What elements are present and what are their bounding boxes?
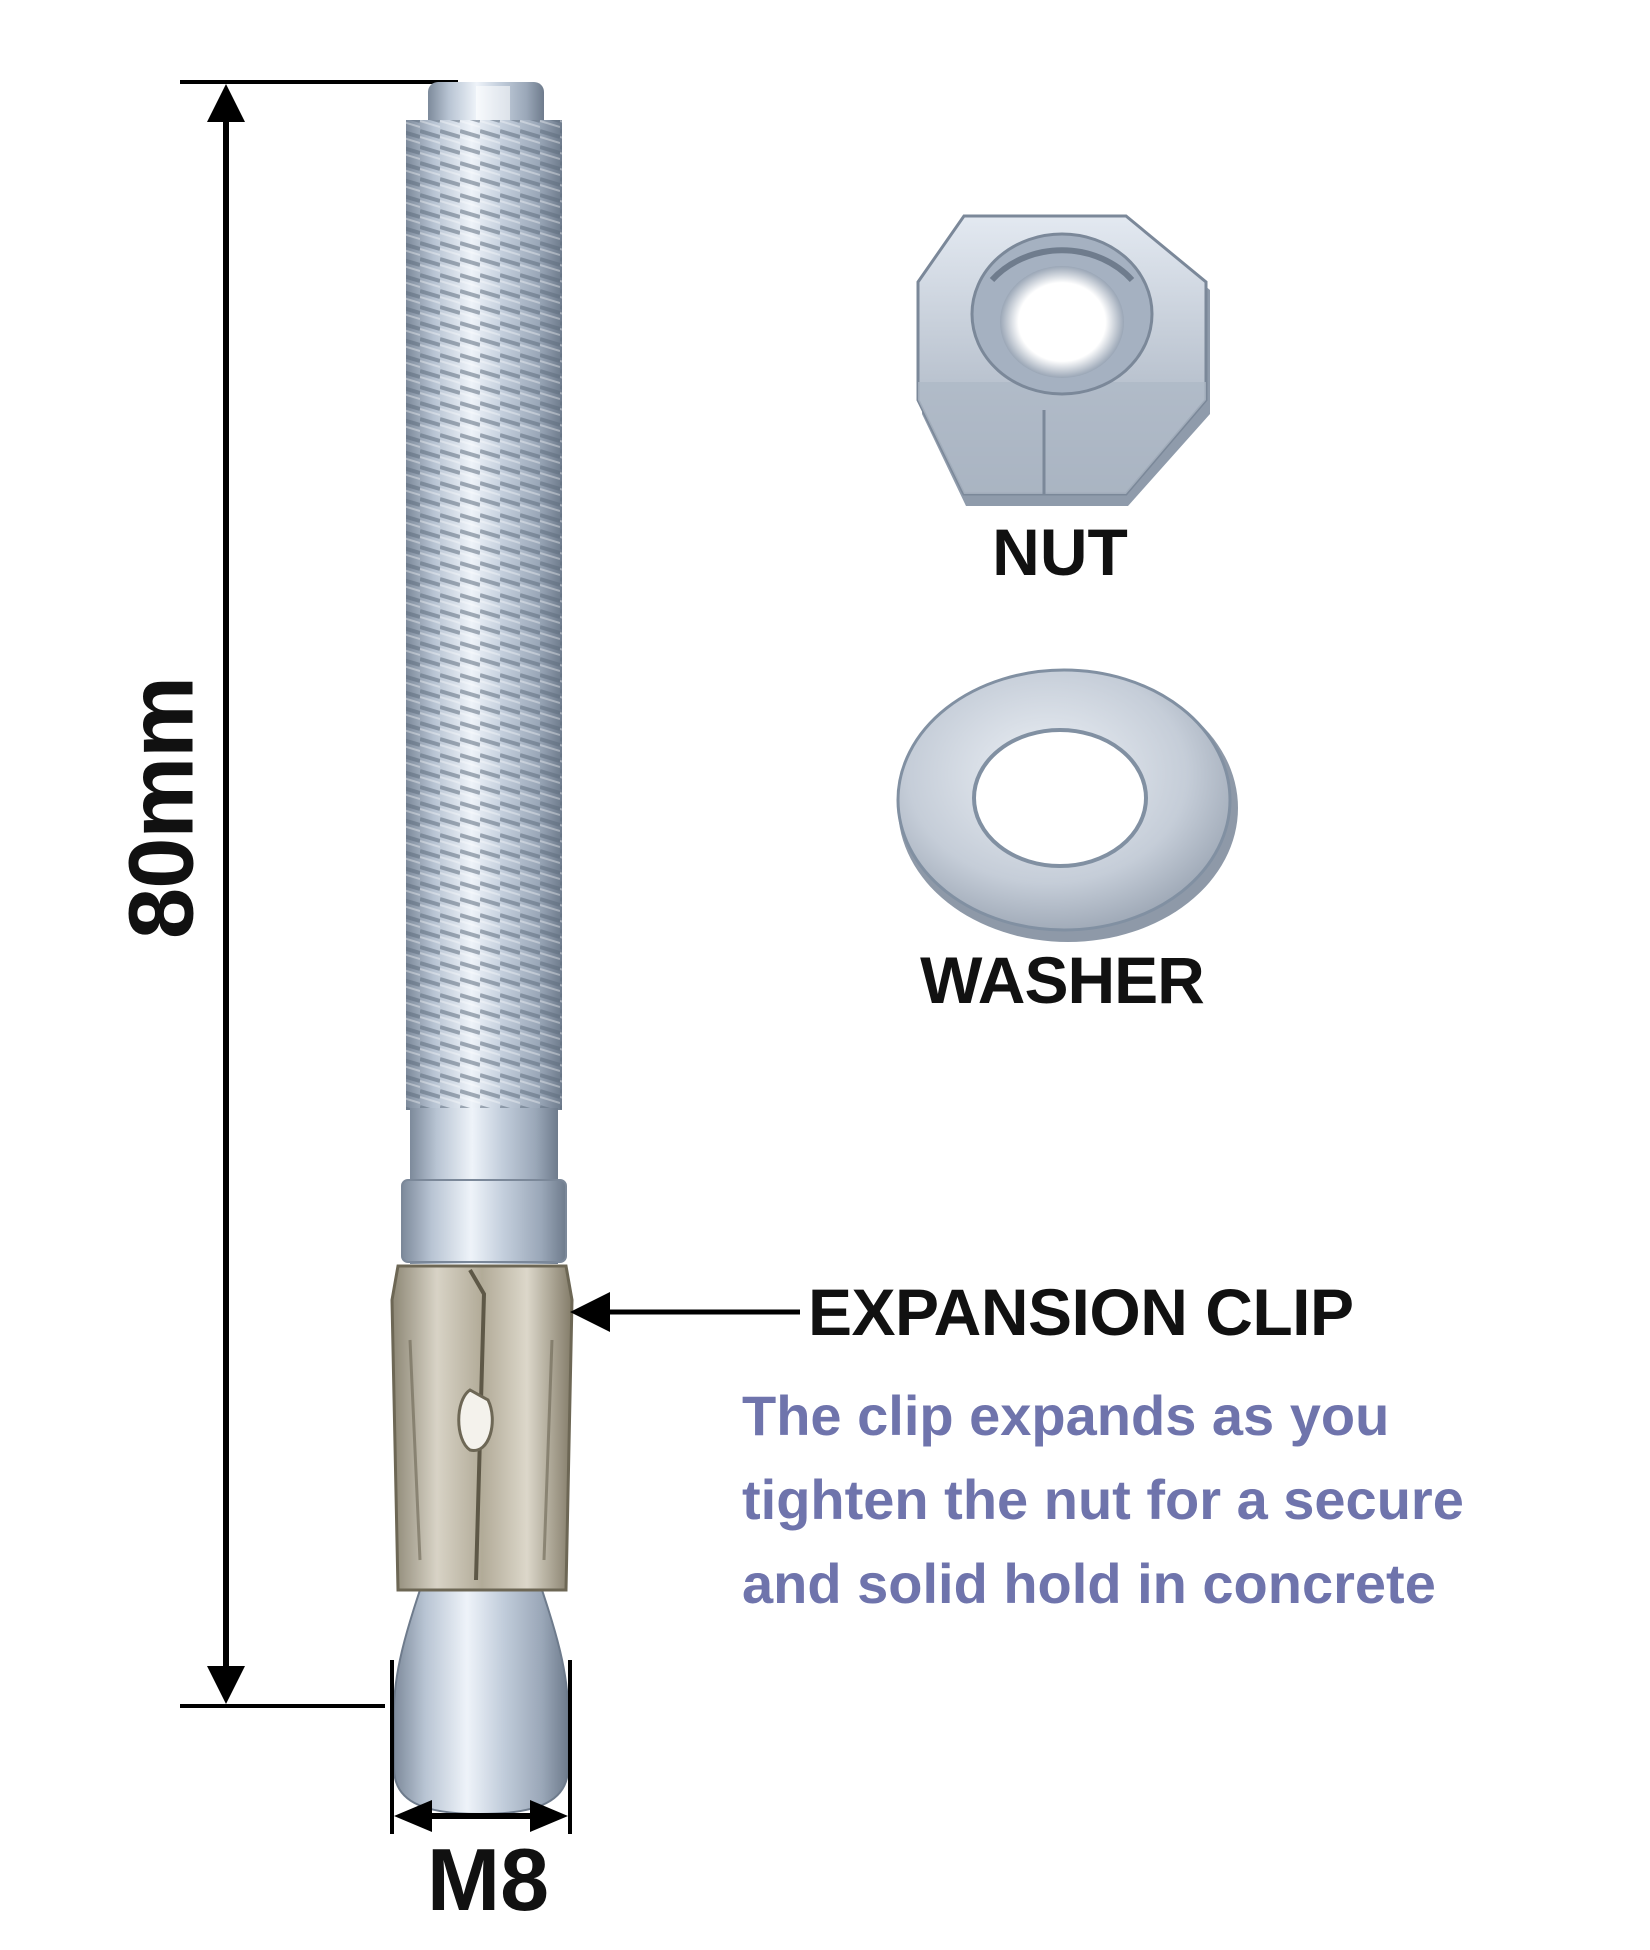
clip-tab [457,1388,494,1452]
clip-crease-left [408,1339,422,1561]
arrow-icon [530,1800,568,1832]
arrow-icon [207,84,245,122]
bolt-collar [401,1179,567,1263]
length-label: 80mm [110,677,213,939]
washer-hole [972,728,1148,868]
bolt-threads [406,120,562,1110]
clip-pointer [570,1292,800,1332]
clip-slit [468,1268,487,1581]
arrow-icon [394,1800,432,1832]
nut-icon [916,214,1210,506]
bolt-icon [390,82,576,1816]
diameter-label: M8 [426,1830,550,1929]
bolt-thread-edge-right [562,122,576,1114]
washer-icon [896,668,1238,942]
diameter-dimension [390,1660,572,1834]
description-line: tighten the nut for a secure [742,1468,1464,1531]
bolt-thread-edge-left [392,122,406,1114]
description-line: and solid hold in concrete [742,1552,1436,1615]
washer-label: WASHER [920,943,1205,1017]
nut-side-faces [918,382,1206,494]
arrow-icon [207,1666,245,1704]
description-line: The clip expands as you [742,1384,1390,1447]
bolt-tip-highlight [476,86,510,126]
arrow-icon [570,1292,610,1332]
expansion-clip-label: EXPANSION CLIP [808,1275,1354,1349]
length-dimension [180,80,458,1708]
expansion-clip-description: The clip expands as you tighten the nut … [742,1374,1582,1626]
clip-crease-right [542,1339,554,1561]
nut-thread-arc [989,247,1135,283]
bolt-cone [392,1559,570,1816]
nut-label: NUT [992,515,1128,589]
nut-hole [1000,266,1124,378]
